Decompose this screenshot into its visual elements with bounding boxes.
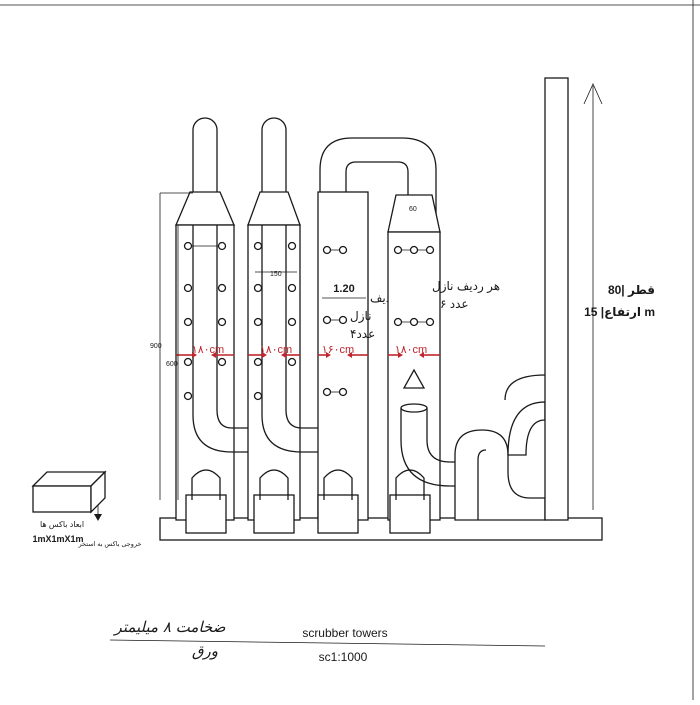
tower-4-box [389,494,431,534]
tower-4-nozzle-label-2: ۶ عدد [440,297,469,311]
blower-duct [454,374,546,521]
tower-1-inner-pipe-right [216,225,250,429]
tower-4-inlet-pipe-left [400,408,470,487]
stack-arrow-head [583,83,603,105]
tower-3-box [317,494,359,534]
stack-inlet-curve [504,374,546,401]
tower-3-nozzle-label-2: نازل [350,309,372,324]
tower-1-dimension-arrows [176,352,234,358]
tower-2-dimension-arrows [248,352,300,358]
tower-2-dimension-label: ۱۸۰cm [260,344,292,356]
tower-4: 60 هر ردیف نازل ۶ عدد ۱۸۰cm [387,194,500,534]
sheet-note-line1: ضخامت ۸ میلیمتر [113,618,226,636]
tower-3: 1.20 هر ردیف نازل ۴عدد ۱۶۰cm [317,191,413,534]
tower-3-nozzle-label-3: ۴عدد [350,327,375,341]
tower-1-box-cap [191,469,221,500]
box-size-value: 1mX1mX1m [32,534,83,544]
title-block: scrubber towers sc1:1000 ضخامت ۸ میلیمتر… [109,618,546,664]
tower-4-inlet-top [400,403,428,413]
box-side [90,470,106,514]
tower-3-dimension-arrows [318,352,368,358]
outer-height-label: 900 [150,343,162,350]
tower-1-inner-pipe-left [192,225,250,453]
tower-3-height-label: 1.20 [333,283,354,295]
stack-inlet-elbow [507,401,546,456]
tower-2-cone [247,191,301,226]
tower-4-spray-cone [402,368,426,389]
drawing-scale: sc1:1000 [319,650,368,664]
tower-4-nozzles [393,245,435,327]
title-rule [109,639,546,647]
tower-3-nozzles [322,245,348,397]
overall-dimensions: 900 600 [150,192,193,500]
tower-3-box-cap [323,469,353,500]
drawing-title: scrubber towers [302,626,387,640]
tower-1-cone [175,191,235,226]
box-front [32,485,92,513]
box-sketch: ابعاد باکس ها 1mX1mX1m خروجی باکس به است… [31,470,142,548]
tower-2-nozzles [253,241,297,401]
tower-2-box [253,494,295,534]
tower-1: ۱۸۰cm [175,117,250,534]
tower-2-box-cap [259,469,289,500]
tower-4-cone [387,194,441,233]
stack-diameter-label: قطر |80 [608,283,655,297]
tower-2: 150 ۱۸۰cm [247,117,320,534]
stack-body [544,77,569,521]
box-outlet-note: خروجی باکس به استخر [77,541,141,548]
tower-1-box [185,494,227,534]
tower-2-inner-pipe-left [261,225,320,453]
inner-height-label: 600 [166,361,178,368]
exhaust-stack: قطر |80 ارتفاع| 15 m [544,77,655,521]
tower-4-inlet-pipe-right [426,408,470,463]
tower-4-top-label: 60 [409,206,417,213]
tower-3-dimension-label: ۱۶۰cm [322,344,354,356]
tower-2-body [247,224,301,521]
stack-height-label: ارتفاع| 15 m [584,305,655,319]
blower-housing [454,429,546,521]
tower-4-dimension-label: ۱۸۰cm [395,344,427,356]
tower-1-nozzles [183,241,227,401]
tower-2-top-label: 150 [270,271,282,278]
tower-1-body [175,224,235,521]
tower-1-dimension-label: ۱۸۰cm [192,344,224,356]
box-outlet-arrow [94,514,102,521]
tower-4-box-cap [395,469,425,500]
tower-4-dimension-arrows [388,352,440,358]
sheet-note-line2: ورق [192,642,218,660]
box-size-title: ابعاد باکس ها [40,520,84,529]
tower-4-nozzle-label-1: هر ردیف نازل [432,279,500,294]
blower-inner [477,449,487,520]
tower-2-inner-pipe-right [285,225,320,429]
